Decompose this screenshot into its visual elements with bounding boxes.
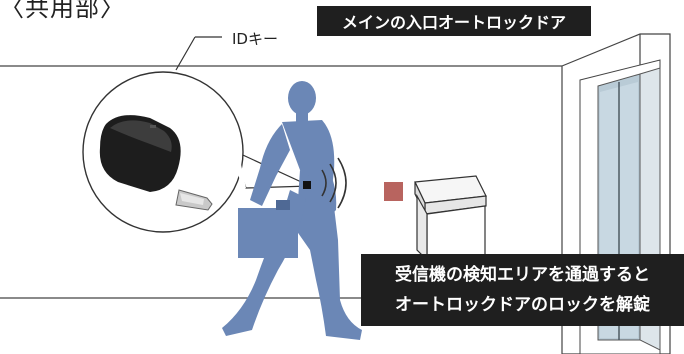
belt-key-dot — [303, 181, 311, 189]
section-label: 〈共用部〉 — [0, 0, 125, 22]
title-banner: メインの入口オートロックドア — [317, 6, 591, 36]
signal-waves-icon — [321, 157, 347, 209]
caption-line-2: オートロックドアのロックを解錠 — [395, 295, 650, 315]
receiver-kiosk — [414, 175, 487, 262]
id-key-label: IDキー — [232, 30, 278, 48]
walking-person-silhouette — [222, 81, 362, 340]
caption-box: 受信機の検知エリアを通過すると オートロックドアのロックを解錠 — [361, 254, 684, 326]
caption-line-1: 受信機の検知エリアを通過すると — [395, 265, 650, 285]
id-key-fob-image — [99, 115, 213, 211]
receiver-marker — [384, 182, 403, 201]
